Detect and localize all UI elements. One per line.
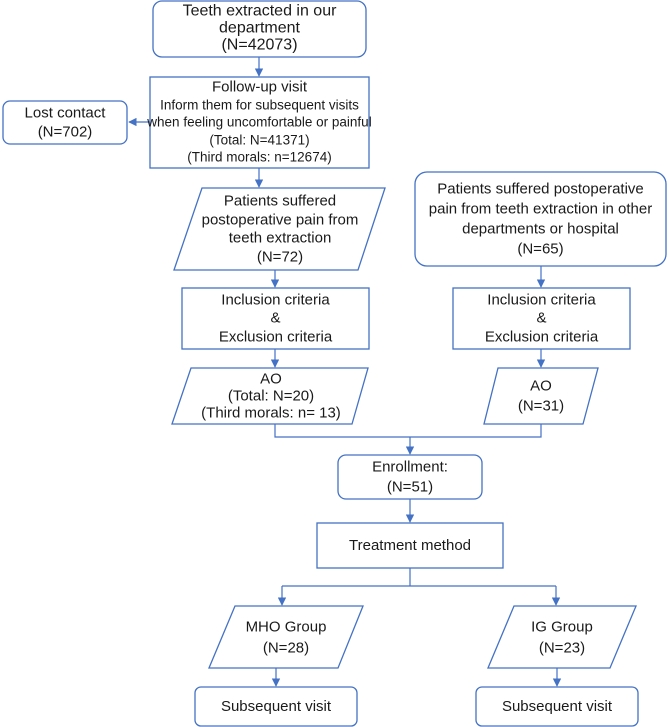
node-ao-left-line-3: (Third morals: n= 13) [201, 405, 341, 422]
node-ao-right-line-2: (N=31) [518, 398, 564, 415]
node-patients-ours-line-1: Patients suffered [224, 193, 336, 210]
node-criteria-right-line-2: & [536, 310, 546, 327]
node-teeth-extracted-line-1: Teeth extracted in our [183, 3, 338, 20]
connectors [128, 57, 562, 687]
node-treatment-line-1: Treatment method [349, 537, 471, 554]
node-teeth-extracted-line-2: department [219, 20, 300, 37]
node-ao-right: AO (N=31) [483, 367, 599, 425]
node-ao-left: AO (Total: N=20) (Third morals: n= 13) [171, 367, 369, 425]
node-ig-group-line-2: (N=23) [539, 640, 585, 657]
node-ig-group-line-1: IG Group [531, 619, 593, 636]
node-criteria-left-line-3: Exclusion criteria [219, 329, 333, 346]
node-follow-up-line-2: Inform them for subsequent visits [160, 98, 359, 113]
edge-ao-left-merge [274, 424, 410, 438]
node-teeth-extracted: Teeth extracted in our department (N=420… [152, 0, 367, 58]
node-patients-other-line-1: Patients suffered postoperative [437, 181, 644, 198]
node-criteria-left-line-1: Inclusion criteria [221, 292, 330, 309]
node-mho-group: MHO Group (N=28) [208, 605, 364, 669]
node-criteria-right-line-1: Inclusion criteria [487, 292, 596, 309]
node-follow-up-line-5: (Third morals: n=12674) [187, 150, 331, 165]
node-ao-left-line-1: AO [260, 371, 282, 388]
node-mho-group-line-1: MHO Group [246, 619, 327, 636]
node-treatment-method: Treatment method [316, 522, 504, 569]
node-subsequent-visit-left: Subsequent visit [194, 686, 358, 727]
node-criteria-left: Inclusion criteria & Exclusion criteria [181, 287, 370, 350]
node-criteria-right: Inclusion criteria & Exclusion criteria [452, 287, 631, 350]
node-patients-other-line-2: pain from teeth extraction in other [429, 201, 652, 218]
node-criteria-left-line-2: & [270, 310, 280, 327]
node-patients-ours-line-4: (N=72) [257, 249, 303, 266]
node-enrollment-line-2: (N=51) [387, 479, 433, 496]
node-ao-right-line-1: AO [530, 378, 552, 395]
node-lost-contact-line-1: Lost contact [25, 105, 107, 122]
edge-ao-right-merge [410, 424, 542, 438]
node-patients-ours-line-2: postoperative pain from [202, 212, 359, 229]
node-patients-other: Patients suffered postoperative pain fro… [414, 171, 667, 267]
node-subsequent-visit-right: Subsequent visit [475, 686, 639, 727]
node-follow-up-line-1: Follow-up visit [212, 79, 308, 96]
node-enrollment-line-1: Enrollment: [372, 459, 448, 476]
node-criteria-right-line-3: Exclusion criteria [485, 329, 599, 346]
node-patients-ours: Patients suffered postoperative pain fro… [173, 187, 386, 271]
node-mho-group-line-2: (N=28) [263, 640, 309, 657]
node-ao-left-line-2: (Total: N=20) [228, 388, 314, 405]
node-teeth-extracted-line-3: (N=42073) [221, 37, 297, 54]
node-follow-up-line-3: when feeling uncomfortable or painful [146, 115, 371, 130]
node-patients-ours-line-3: teeth extraction [229, 230, 332, 247]
node-lost-contact: Lost contact (N=702) [2, 100, 128, 145]
node-patients-other-line-4: (N=65) [517, 241, 563, 258]
node-enrollment: Enrollment: (N=51) [337, 454, 483, 500]
node-ig-group: IG Group (N=23) [487, 605, 637, 669]
node-visit-left-line-1: Subsequent visit [221, 698, 332, 715]
node-visit-right-line-1: Subsequent visit [502, 698, 613, 715]
node-follow-up-line-4: (Total: N=41371) [209, 133, 309, 148]
node-patients-other-line-3: departments or hospital [462, 221, 619, 238]
node-follow-up-visit: Follow-up visit Inform them for subseque… [146, 76, 372, 169]
node-lost-contact-line-2: (N=702) [38, 124, 93, 141]
